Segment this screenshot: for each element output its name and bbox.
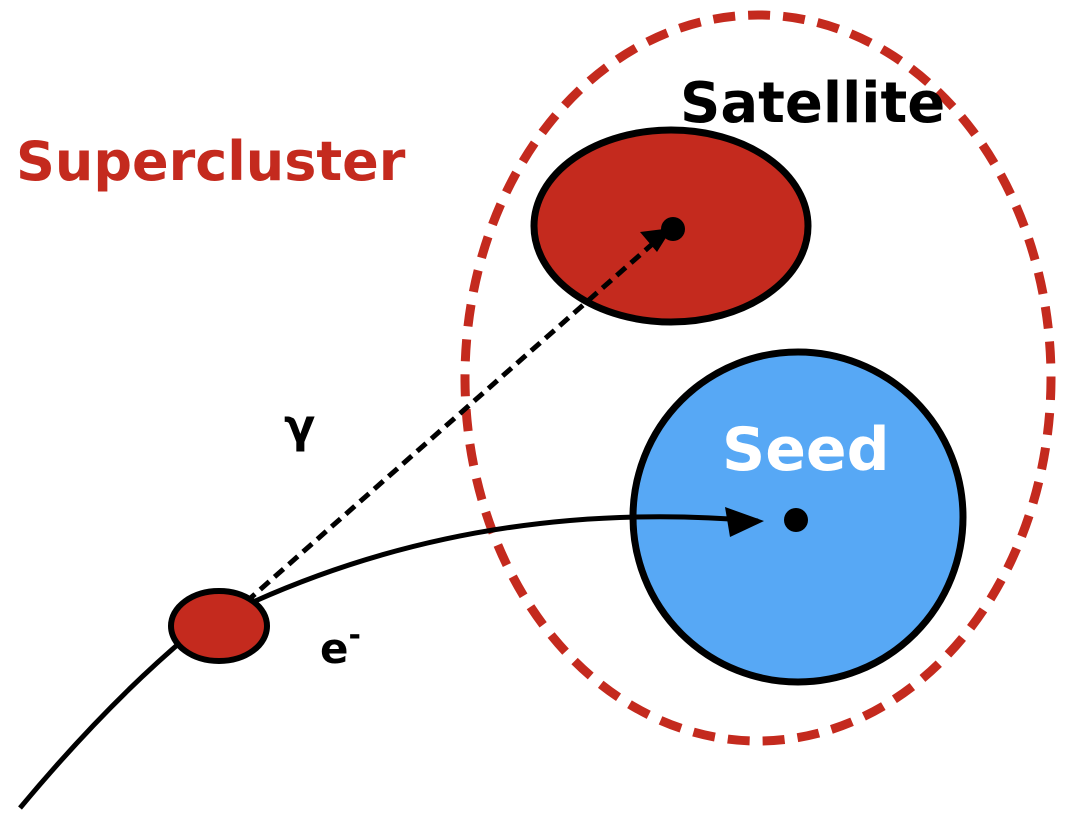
- electron-label-base: e: [320, 624, 349, 673]
- electron-track-lower: [18, 628, 197, 810]
- supercluster-label: Supercluster: [16, 130, 406, 193]
- electron-track-arrow: [240, 514, 759, 610]
- seed-label: Seed: [722, 415, 890, 485]
- photon-path: [244, 230, 668, 604]
- electron-label-superscript: -: [349, 618, 361, 653]
- seed-centroid-dot: [784, 508, 808, 532]
- emission-cluster: [168, 588, 270, 664]
- electron-arrowhead: [725, 507, 764, 537]
- photon-label: γ: [284, 399, 315, 453]
- electron-label: e-: [320, 618, 361, 673]
- supercluster-boundary: [460, 10, 1056, 746]
- satellite-centroid-dot: [661, 217, 685, 241]
- satellite-label: Satellite: [680, 71, 945, 136]
